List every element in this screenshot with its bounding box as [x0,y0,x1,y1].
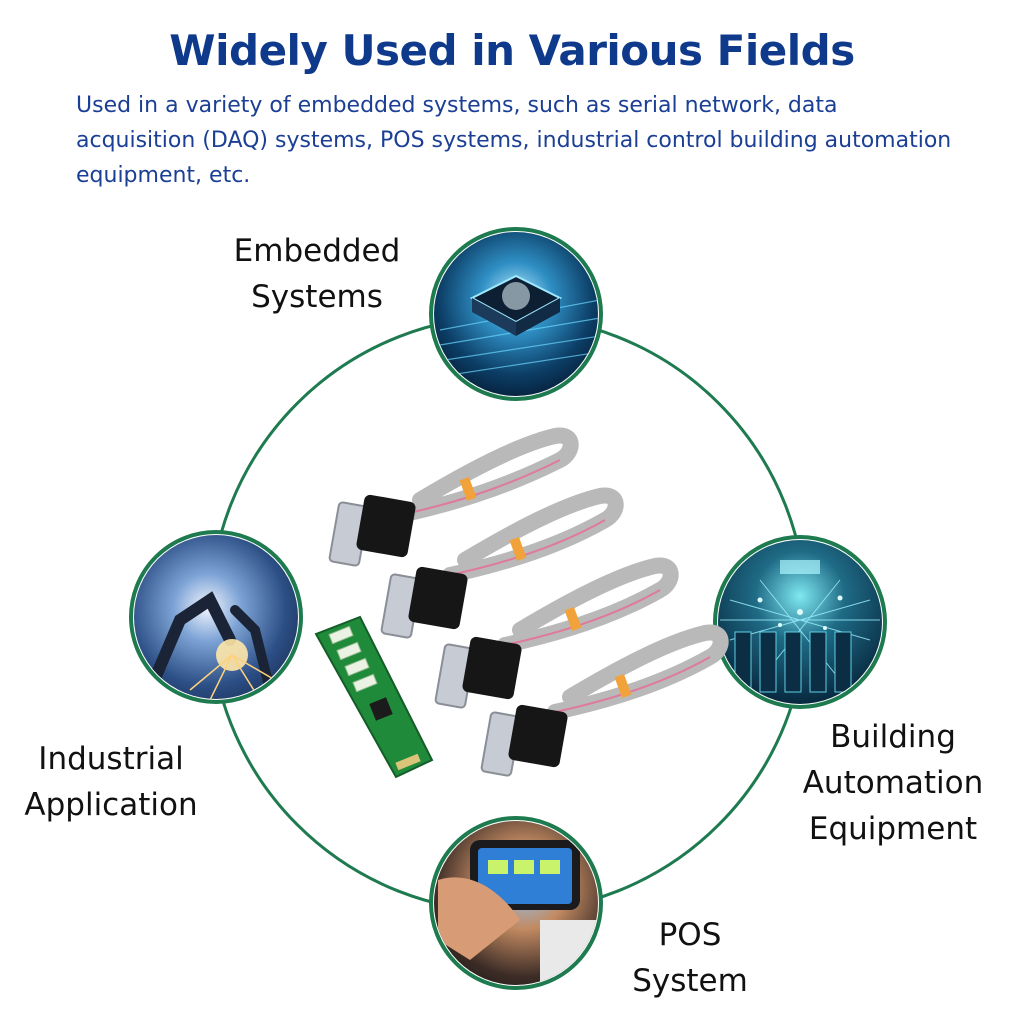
label-line: POS [658,917,722,953]
industrial-application-icon [129,530,303,704]
serial-cable-4 [480,624,729,777]
label-line: Embedded [233,233,401,269]
page-title: Widely Used in Various Fields [169,26,855,75]
label-line: Building [830,719,956,755]
serial-cable-1 [328,427,579,567]
label-pos-system: POS System [600,912,780,1004]
m2-serial-card [314,615,434,779]
building-automation-icon [713,535,887,709]
label-line: Application [24,787,198,823]
embedded-systems-icon [429,227,603,401]
label-line: System [632,963,748,999]
label-line: Industrial [38,741,184,777]
pos-system-icon [429,816,603,990]
serial-cable-2 [380,487,624,639]
label-building-automation: Building Automation Equipment [788,714,998,852]
page-description: Used in a variety of embedded systems, s… [76,93,952,188]
label-line: Systems [251,279,383,315]
serial-cable-3 [434,557,679,709]
label-industrial-application: Industrial Application [6,736,216,828]
label-embedded-systems: Embedded Systems [222,228,412,320]
label-line: Equipment [808,811,978,847]
label-line: Automation [802,765,984,801]
